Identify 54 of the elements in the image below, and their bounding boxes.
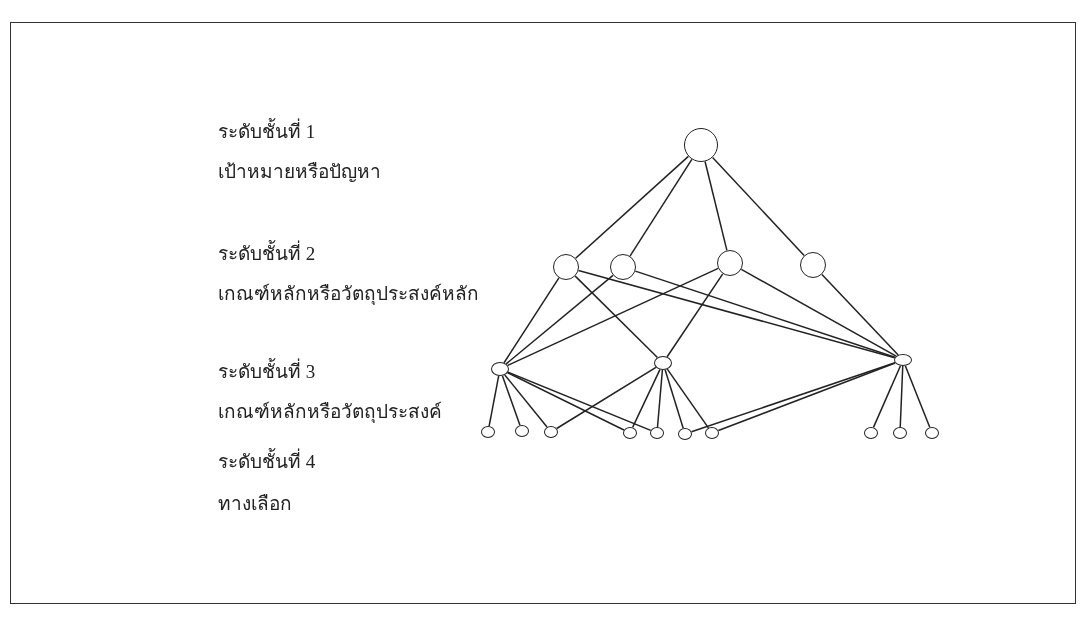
circle-node <box>925 427 939 439</box>
connector-line <box>629 158 693 257</box>
connector-line <box>574 275 659 359</box>
connector-line <box>904 365 931 429</box>
connector-line <box>899 365 904 428</box>
connector-line <box>503 277 560 364</box>
level-description: ทางเลือก <box>218 492 292 516</box>
level-label: ระดับชั้นที่ 1 <box>218 120 316 144</box>
circle-node <box>544 426 558 438</box>
circle-node <box>491 362 509 376</box>
connector-line <box>577 269 896 359</box>
connector-line <box>664 369 684 429</box>
connector-line <box>505 274 614 365</box>
connector-line <box>690 361 896 433</box>
circle-node <box>717 250 743 276</box>
circle-node <box>678 428 692 440</box>
connector-line <box>574 155 690 260</box>
circle-node <box>864 427 878 439</box>
circle-node <box>515 425 529 437</box>
circle-node <box>654 356 672 370</box>
circle-node <box>705 427 719 439</box>
connector-line <box>704 160 728 252</box>
level-description: เป้าหมายหรือปัญหา <box>218 160 381 184</box>
connector-line <box>507 371 652 432</box>
circle-node <box>684 128 718 162</box>
circle-node <box>893 427 907 439</box>
circle-node <box>894 354 912 366</box>
circle-node <box>553 254 579 280</box>
connector-line <box>711 156 805 257</box>
connector-line <box>656 369 664 428</box>
connector-line <box>872 365 902 429</box>
level-label: ระดับชั้นที่ 2 <box>218 242 316 266</box>
connector-line <box>501 375 521 426</box>
connector-line <box>821 273 899 356</box>
level-description: เกณฑ์หลักหรือวัตถุประสงค์ <box>218 400 442 424</box>
level-label: ระดับชั้นที่ 3 <box>218 360 316 384</box>
circle-node <box>800 252 826 278</box>
level-description: เกณฑ์หลักหรือวัตถุประสงค์หลัก <box>218 282 479 306</box>
circle-node <box>623 427 637 439</box>
circle-node <box>481 426 495 438</box>
connector-line <box>506 372 625 431</box>
connector-line <box>740 268 897 357</box>
connector-line <box>507 267 719 367</box>
connector-line <box>504 374 548 428</box>
circle-node <box>610 254 636 280</box>
connector-line <box>634 270 896 359</box>
circle-node <box>650 427 664 439</box>
connector-line <box>555 366 657 430</box>
connector-line <box>488 375 500 427</box>
level-label: ระดับชั้นที่ 4 <box>218 450 316 474</box>
connector-line <box>631 368 661 429</box>
connector-line <box>666 368 710 429</box>
connector-line <box>666 273 724 358</box>
connector-line <box>717 362 896 432</box>
